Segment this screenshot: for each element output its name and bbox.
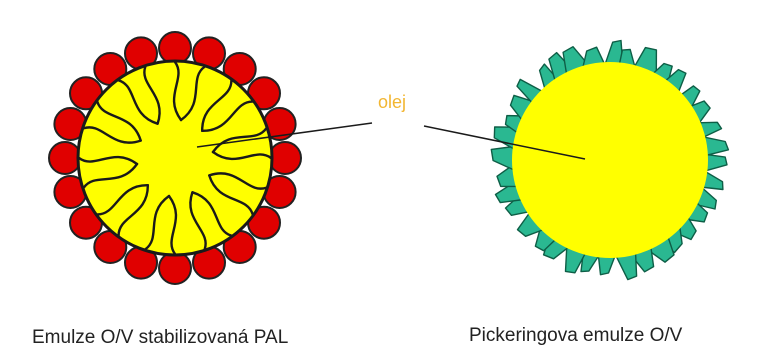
pickering-emulsion-caption: Pickeringova emulze O/V [469,325,682,347]
oil-label: olej [378,92,406,113]
surfactant-stabilized-droplet [49,32,301,284]
pickering-droplet [491,41,728,280]
surfactant-head [159,32,191,64]
oil-core-right [512,62,708,258]
surfactant-head [269,142,301,174]
surfactant-emulsion-caption: Emulze O/V stabilizovaná PAL [32,327,288,349]
surfactant-head [159,252,191,284]
surfactant-head [49,142,81,174]
